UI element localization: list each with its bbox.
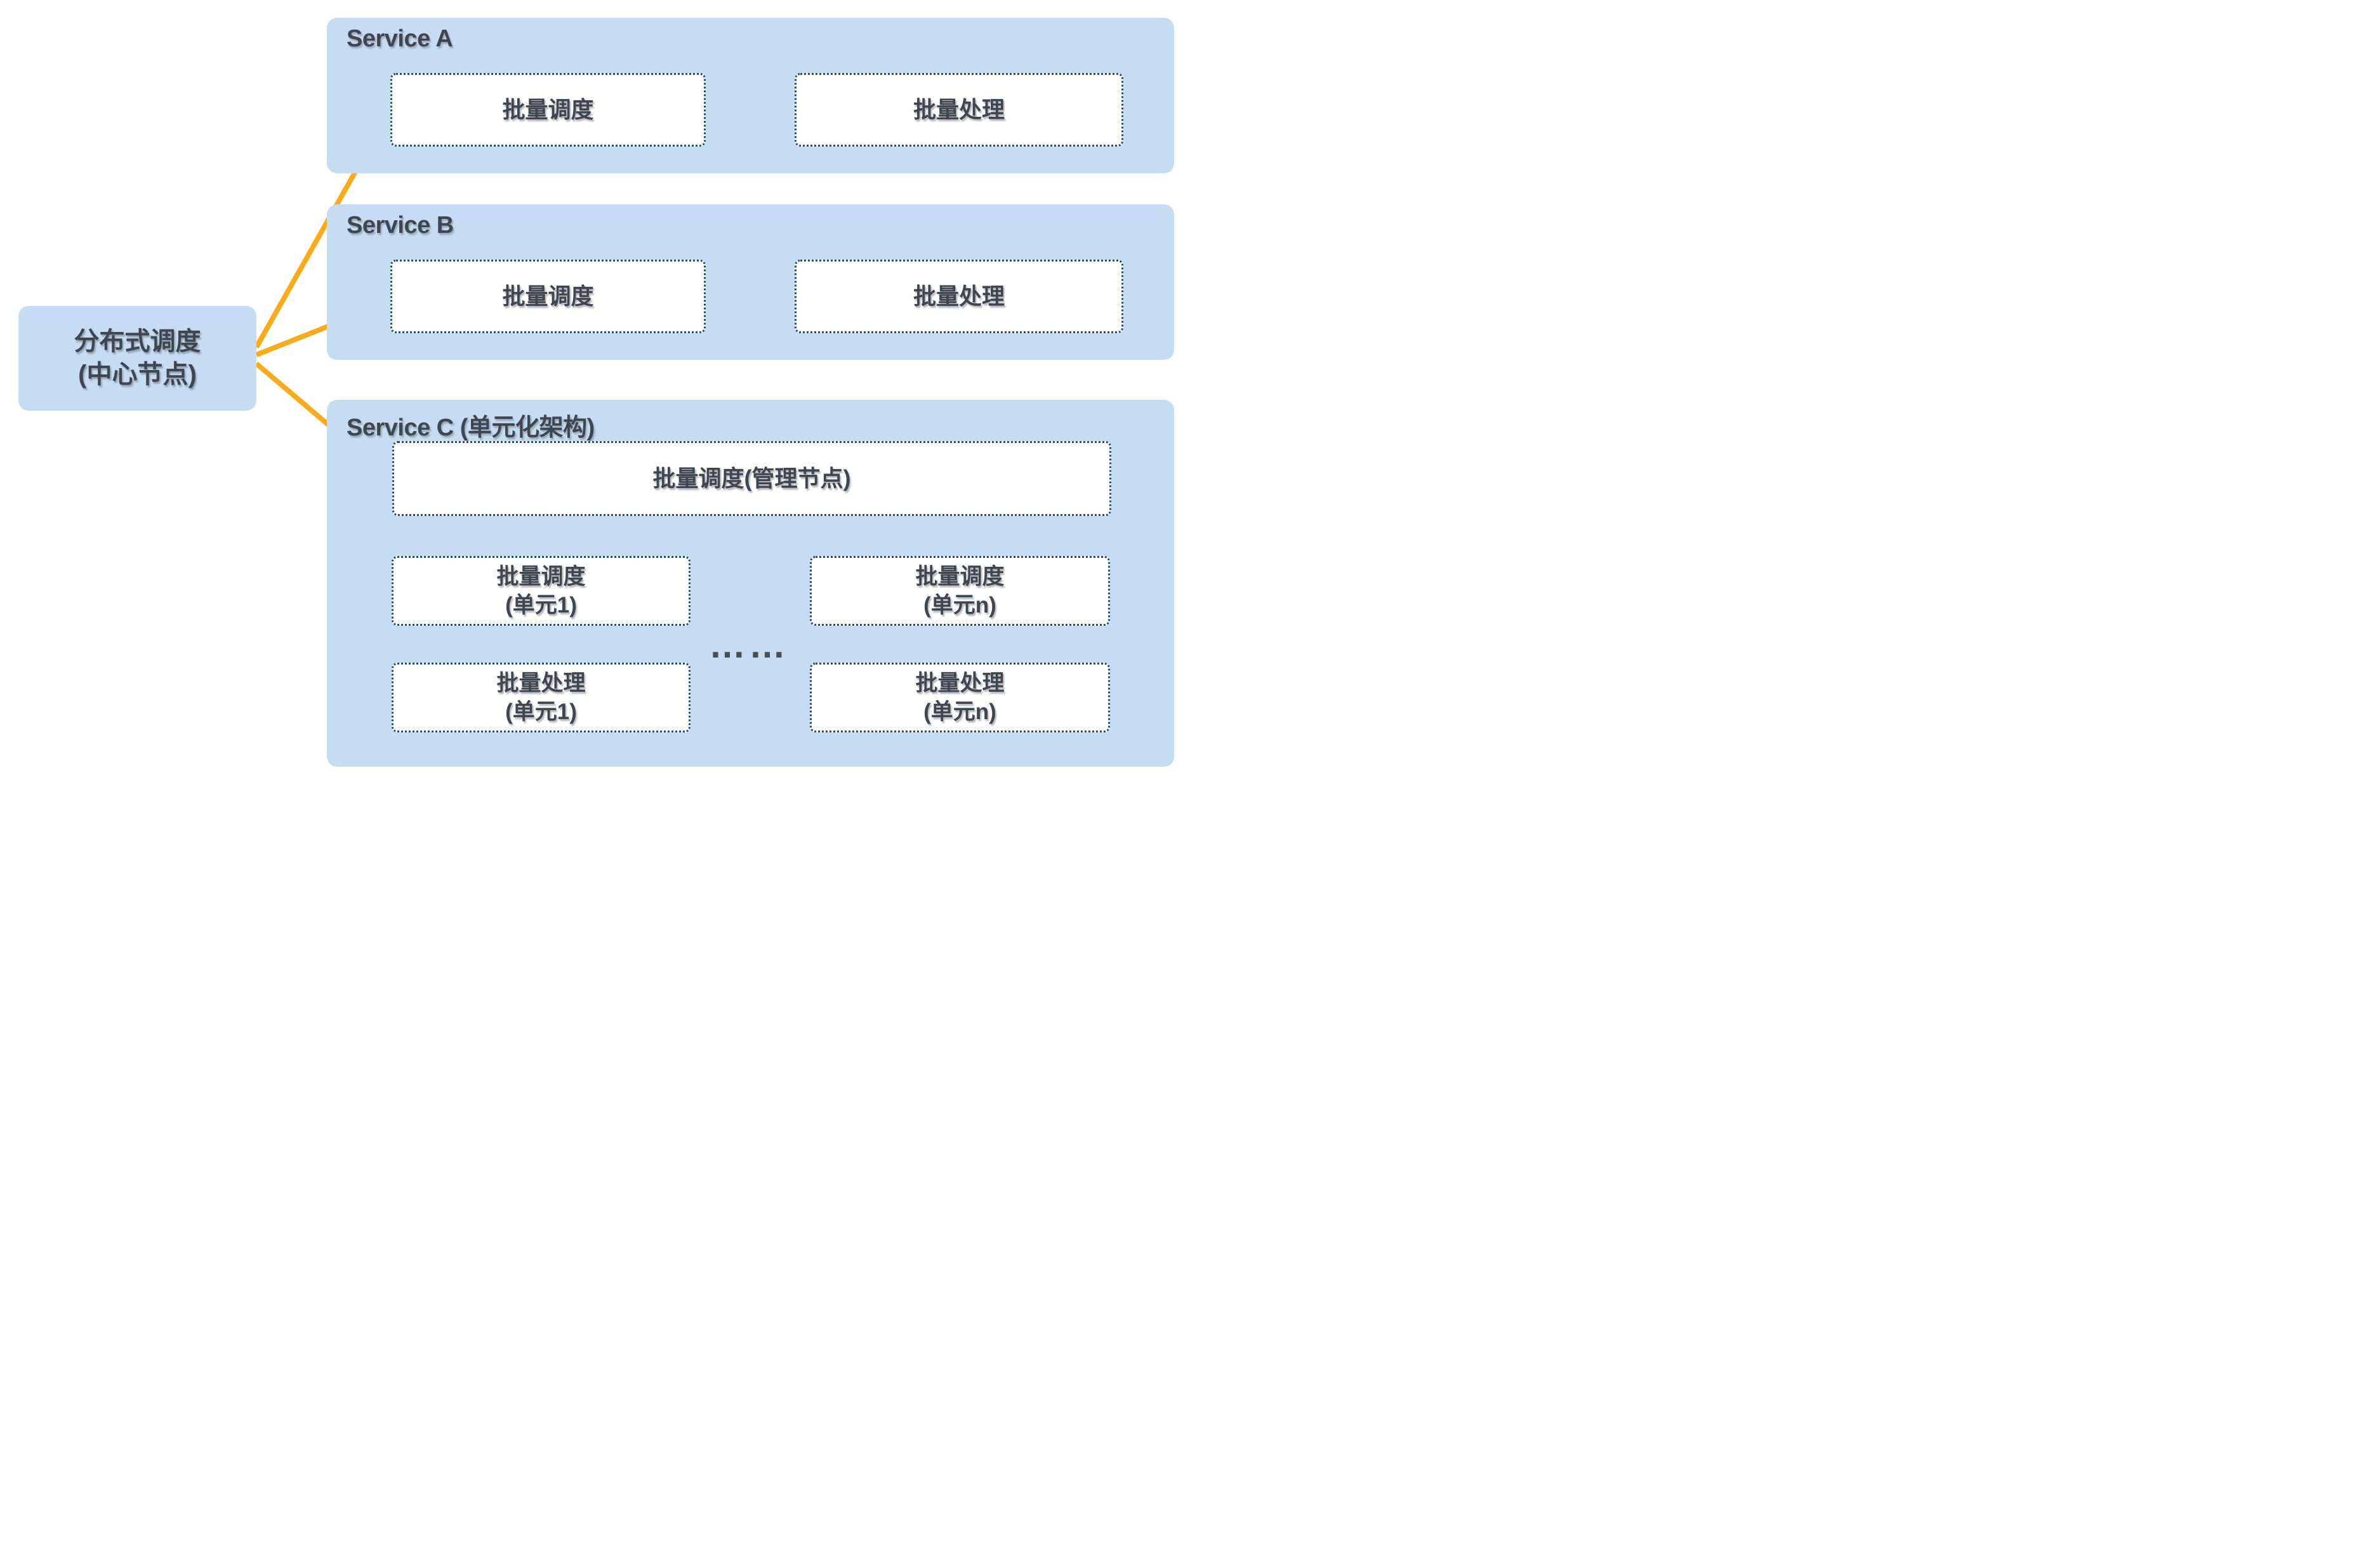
unit-1-proc-line2: (单元1): [505, 699, 577, 724]
unit-n-sched-line2: (单元n): [923, 593, 996, 618]
service-b-title: Service B: [347, 212, 454, 239]
unit-n-sched-line1: 批量调度: [915, 564, 1005, 589]
unit-n-proc-line2: (单元n): [923, 699, 996, 724]
unit-1-sched-line1: 批量调度: [496, 564, 586, 589]
service-a-panel: Service A 批量调度 批量处理: [327, 18, 1174, 173]
unit-n-batch-process-box: 批量处理 (单元n): [810, 663, 1110, 732]
service-c-manager-schedule-box: 批量调度(管理节点): [392, 441, 1111, 516]
unit-1-batch-schedule-box: 批量调度 (单元1): [392, 556, 691, 626]
central-scheduler-node: 分布式调度 (中心节点): [18, 306, 256, 411]
service-c-title: Service C (单元化架构): [347, 414, 595, 441]
unit-n-batch-schedule-box: 批量调度 (单元n): [810, 556, 1110, 626]
service-b-panel: Service B 批量调度 批量处理: [327, 204, 1174, 360]
service-a-title: Service A: [347, 25, 453, 52]
unit-1-proc-line1: 批量处理: [496, 670, 586, 696]
service-a-batch-schedule-box: 批量调度: [390, 73, 706, 147]
units-ellipsis: ……: [709, 625, 789, 666]
service-b-batch-schedule-box: 批量调度: [390, 260, 706, 333]
unit-1-sched-line2: (单元1): [505, 593, 577, 618]
unit-1-batch-process-box: 批量处理 (单元1): [392, 663, 691, 732]
service-b-batch-process-box: 批量处理: [795, 260, 1123, 333]
central-node-line2: (中心节点): [78, 360, 197, 388]
architecture-diagram: 分布式调度 (中心节点) Service A 批量调度 批量处理 Service…: [0, 0, 1190, 777]
service-c-panel: Service C (单元化架构) 批量调度(管理节点) 批量调度 (单元1) …: [327, 400, 1174, 767]
central-node-line1: 分布式调度: [74, 328, 201, 356]
service-a-batch-process-box: 批量处理: [795, 73, 1123, 147]
unit-n-proc-line1: 批量处理: [915, 670, 1005, 696]
